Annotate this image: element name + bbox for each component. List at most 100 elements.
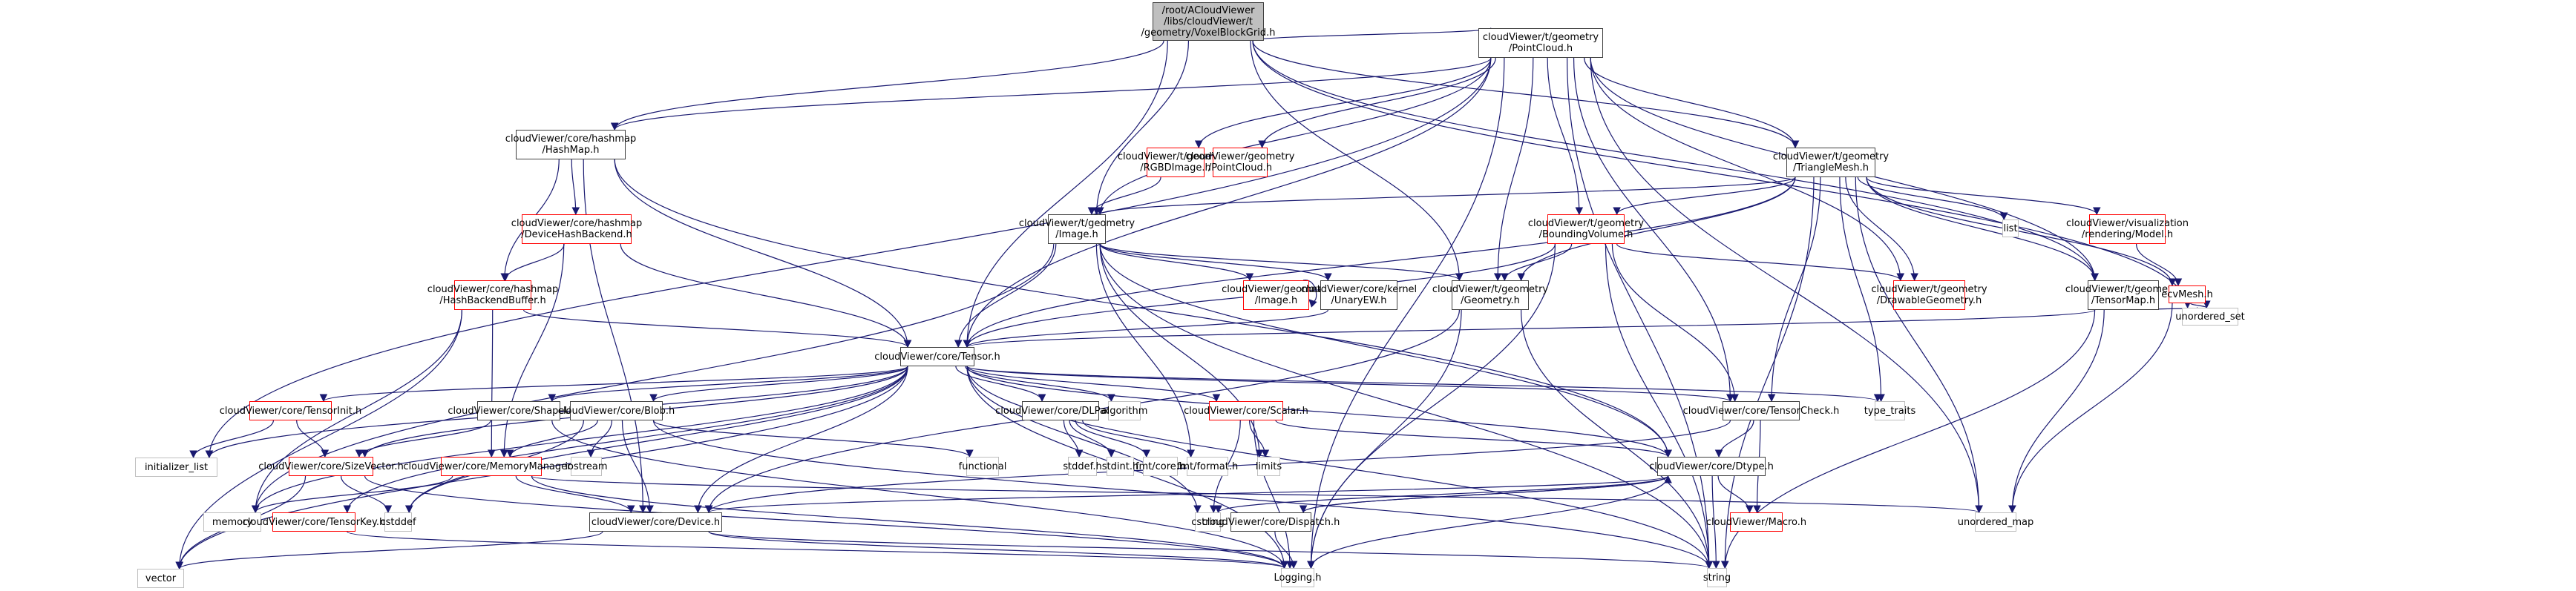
- graph-node-scalar[interactable]: cloudViewer/core/Scalar.h: [1184, 401, 1308, 420]
- graph-node-unordered-map: unordered_map: [1958, 512, 2033, 532]
- edge-boundingvolume-to-drawable: [1616, 243, 1904, 282]
- graph-node-cstddef: cstddef: [380, 512, 416, 532]
- edge-tensor-to-vector: [175, 366, 908, 570]
- edge-hashmap-to-devicehash: [571, 159, 580, 216]
- edge-image-t-to-limits: [1099, 243, 1264, 458]
- edge-device-to-logging: [708, 531, 1288, 569]
- edge-trianglemesh-to-tensormap: [1866, 176, 2099, 282]
- edge-image-t-to-fmt-format: [1095, 243, 1195, 458]
- edge-ecvmesh-to-unordered-set: [2190, 300, 2211, 309]
- graph-node-hashmap[interactable]: cloudViewer/core/hashmap /HashMap.h: [505, 130, 636, 159]
- edge-trianglemesh-to-ecvmesh: [1866, 176, 2177, 287]
- graph-node-pointcloud-t[interactable]: cloudViewer/t/geometry /PointCloud.h: [1478, 28, 1603, 58]
- edge-pointcloud-t-to-tensorcheck: [1573, 57, 1734, 403]
- graph-node-devicehash[interactable]: cloudViewer/core/hashmap /DeviceHashBack…: [511, 214, 642, 244]
- graph-node-algorithm: algorithm: [1101, 401, 1147, 420]
- edge-image-t-to-string: [1099, 243, 1714, 569]
- graph-node-functional: functional: [959, 457, 1006, 476]
- graph-node-stdint-h: stdint.h: [1102, 457, 1138, 476]
- graph-node-blob[interactable]: cloudViewer/core/Blob.h: [558, 401, 675, 420]
- edge-trianglemesh-to-string: [1720, 176, 1815, 569]
- edge-tensor-to-dtype: [966, 366, 1672, 458]
- edge-tensormap-to-unordered-map: [2008, 309, 2105, 514]
- edge-trianglemesh-to-image-t: [1096, 176, 1796, 216]
- edge-devicehash-to-hashbuffer: [501, 243, 565, 282]
- edge-root-to-hashmap: [610, 40, 1164, 131]
- graph-node-fmt-core: fmt/core.h: [1135, 457, 1185, 476]
- graph-node-boundingvolume[interactable]: cloudViewer/t/geometry /BoundingVolume.h: [1528, 214, 1644, 244]
- edge-trianglemesh-to-tensor: [963, 176, 1796, 349]
- graph-node-image-t[interactable]: cloudViewer/t/geometry /Image.h: [1019, 214, 1135, 244]
- edge-ecvmesh-to-unordered-map: [2008, 303, 2173, 514]
- edge-tensor-to-tensorkey: [343, 366, 908, 514]
- edge-image-t-to-geometry: [1099, 243, 1464, 282]
- edge-pointcloud-t-to-logging: [1307, 57, 1505, 569]
- graph-node-pointcloud-g[interactable]: cloudViewer/geometry /PointCloud.h: [1186, 148, 1294, 177]
- graph-node-macro[interactable]: cloudViewer/Macro.h: [1706, 512, 1806, 532]
- graph-node-tensorcheck[interactable]: cloudViewer/core/TensorCheck.h: [1683, 401, 1839, 420]
- graph-node-model[interactable]: cloudViewer/visualization /rendering/Mod…: [2066, 214, 2189, 244]
- graph-node-iostream: iostream: [565, 457, 608, 476]
- graph-node-sizevector[interactable]: cloudViewer/core/SizeVector.h: [258, 457, 404, 476]
- edge-dlpack-to-fmt-core: [1075, 420, 1151, 458]
- edge-dlpack-to-stddef-h: [1063, 420, 1084, 458]
- graph-node-root[interactable]: /root/ACloudViewer /libs/cloudViewer/t /…: [1141, 2, 1275, 41]
- edge-trianglemesh-to-model: [1866, 176, 2101, 216]
- edge-dtype-to-logging: [1307, 475, 1669, 569]
- graph-node-dlpack[interactable]: cloudViewer/core/DLPack.h: [995, 401, 1126, 420]
- graph-node-tensorkey[interactable]: cloudViewer/core/TensorKey.h: [243, 512, 385, 532]
- graph-node-type-traits: type_traits: [1864, 401, 1915, 420]
- edge-tensor-to-memory: [251, 366, 908, 514]
- edge-dispatch-to-dtype: [1302, 475, 1672, 513]
- edge-image-t-to-tensor: [954, 243, 1057, 349]
- graph-node-ecvmesh[interactable]: ecvMesh.h: [2161, 285, 2213, 303]
- edge-pointcloud-t-to-initializer-list: [205, 57, 1492, 459]
- graph-node-shapeutil[interactable]: cloudViewer/core/ShapeUtil.h: [448, 401, 590, 420]
- edge-root-to-unordered-set: [1252, 40, 2192, 309]
- edge-shapeutil-to-sizevector: [355, 420, 491, 458]
- edge-blob-to-iostream: [586, 420, 613, 458]
- graph-node-dispatch[interactable]: cloudViewer/core/Dispatch.h: [1202, 512, 1340, 532]
- edge-pointcloud-t-to-unordered-map: [1590, 57, 1983, 514]
- edge-devicehash-to-memorymanager: [499, 243, 565, 458]
- edge-tensor-to-cstring: [966, 366, 1202, 514]
- edge-scalar-to-dtype: [1275, 420, 1672, 458]
- edge-image-t-to-dtype: [1099, 243, 1672, 458]
- edge-sizevector-to-logging: [364, 475, 1288, 569]
- graph-node-trianglemesh[interactable]: cloudViewer/t/geometry /TriangleMesh.h: [1773, 148, 1889, 177]
- graph-node-tensor[interactable]: cloudViewer/core/Tensor.h: [874, 347, 1000, 366]
- graph-node-hashbuffer[interactable]: cloudViewer/core/hashmap /HashBackendBuf…: [427, 280, 558, 310]
- edge-trianglemesh-to-tensorcheck: [1767, 176, 1821, 403]
- edge-dtype-to-string: [1711, 475, 1720, 569]
- graph-node-unordered-set: unordered_set: [2175, 308, 2245, 326]
- graph-node-unaryew[interactable]: cloudViewer/core/kernel /UnaryEW.h: [1301, 280, 1417, 310]
- graph-node-limits: limits: [1256, 457, 1282, 476]
- edge-tensor-to-string: [966, 366, 1714, 569]
- graph-node-image-g[interactable]: cloudViewer/geometry /Image.h: [1222, 280, 1331, 310]
- edge-root-to-trianglemesh: [1252, 40, 1800, 149]
- edge-tensor-to-tensorinit: [319, 366, 908, 403]
- edge-scalar-to-limits: [1248, 420, 1270, 458]
- edge-image-t-to-unaryew: [1099, 243, 1332, 282]
- edge-root-to-pointcloud-t: [1252, 27, 1495, 42]
- graph-node-geometry[interactable]: cloudViewer/t/geometry /Geometry.h: [1432, 280, 1548, 310]
- graph-node-tensorinit[interactable]: cloudViewer/core/TensorInit.h: [220, 401, 361, 420]
- edge-pointcloud-t-to-drawable: [1590, 57, 1905, 282]
- graph-node-tensormap[interactable]: cloudViewer/t/geometry /TensorMap.h: [2065, 280, 2181, 310]
- graph-node-fmt-format: fmt/format.h: [1177, 457, 1238, 476]
- edge-trianglemesh-to-drawable: [1845, 176, 1919, 282]
- graph-node-dtype[interactable]: cloudViewer/core/Dtype.h: [1649, 457, 1774, 476]
- edge-hashbuffer-to-memory: [251, 309, 462, 514]
- edge-device-to-string: [708, 531, 1713, 569]
- edge-tensorcheck-to-dtype: [1714, 420, 1754, 458]
- graph-node-device[interactable]: cloudViewer/core/Device.h: [589, 512, 722, 532]
- edge-image-t-to-memory: [251, 243, 1055, 514]
- edge-hashmap-to-tensor: [614, 159, 912, 349]
- graph-node-memorymanager[interactable]: cloudViewer/core/MemoryManager.h: [403, 457, 580, 476]
- graph-node-drawable[interactable]: cloudViewer/t/geometry /DrawableGeometry…: [1871, 280, 1987, 310]
- edge-pointcloud-t-to-boundingvolume: [1547, 57, 1584, 216]
- edge-trianglemesh-to-list: [1857, 176, 2008, 221]
- edge-root-to-tensor: [963, 40, 1168, 349]
- edge-dlpack-to-fmt-format: [1082, 420, 1195, 458]
